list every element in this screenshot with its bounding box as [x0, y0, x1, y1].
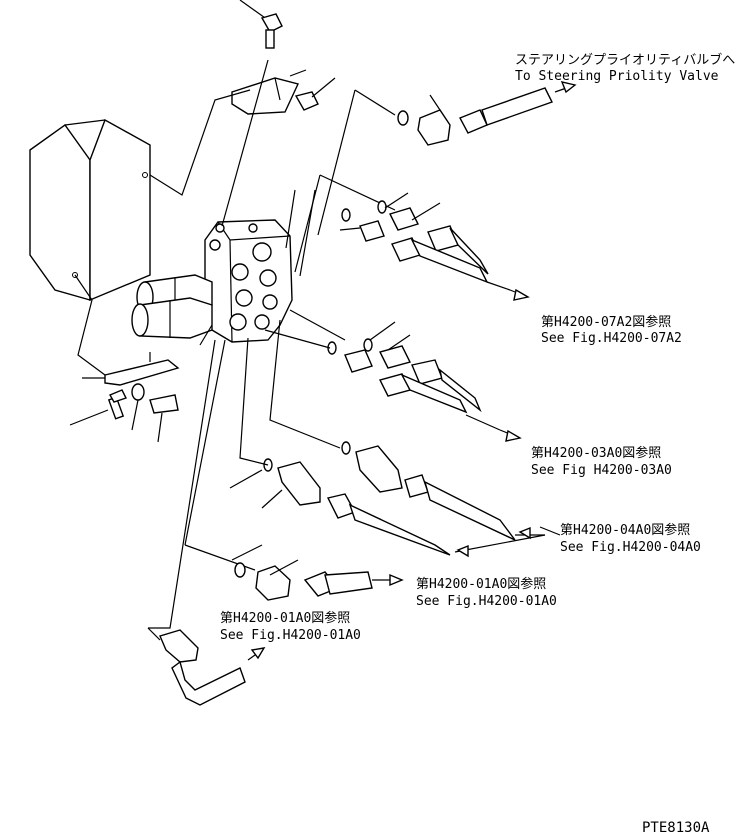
steering-line [354, 81, 577, 146]
callout-jp: 第H4200-04A0図参照 [560, 522, 690, 538]
control-valve [204, 219, 293, 343]
drawing-code: PTE8130A [642, 820, 710, 836]
callout-h4200-03a0: 第H4200-03A0図参照 See Fig H4200-03A0 [531, 445, 672, 478]
hose-group-07a2 [319, 174, 530, 301]
callout-en: See Fig.H4200-01A0 [416, 594, 557, 609]
cover-box [29, 118, 151, 302]
callout-en: See Fig.H4200-01A0 [220, 628, 361, 643]
washer-lower [131, 383, 145, 431]
callout-en: To Steering Priolity Valve [515, 69, 719, 84]
callout-h4200-07a2: 第H4200-07A2図参照 See Fig.H4200-07A2 [541, 314, 682, 346]
top-bolt [239, 0, 283, 49]
callout-jp: 第H4200-07A2図参照 [541, 314, 671, 330]
callout-h4200-01a0-left: 第H4200-01A0図参照 See Fig.H4200-01A0 [220, 610, 361, 643]
callout-jp: 第H4200-01A0図参照 [416, 576, 546, 592]
mounting-bracket-top [231, 77, 299, 115]
callout-en: See Fig.H4200-07A2 [541, 331, 682, 346]
solenoid-lower [131, 297, 213, 339]
bracket-bolt-top [294, 77, 336, 111]
hose-group-01a0-right [184, 544, 404, 601]
bolt-lower-left [69, 389, 127, 426]
callout-jp: ステアリングプライオリティバルブへ [515, 52, 735, 68]
bolt-lower-right [149, 394, 179, 443]
callout-steering: ステアリングプライオリティバルブへ To Steering Priolity V… [515, 52, 735, 84]
callout-en: See Fig H4200-03A0 [531, 463, 672, 478]
callout-h4200-01a0-right: 第H4200-01A0図参照 See Fig.H4200-01A0 [416, 576, 557, 609]
hose-group-03a0 [289, 309, 522, 442]
callout-jp: 第H4200-03A0図参照 [531, 445, 661, 461]
hose-group-04a0 [229, 441, 561, 558]
leader-lines [74, 59, 356, 629]
mounting-bracket-bottom [82, 352, 180, 386]
callout-jp: 第H4200-01A0図参照 [220, 610, 350, 626]
hose-group-01a0-left [147, 627, 266, 706]
callout-en: See Fig.H4200-04A0 [560, 540, 701, 555]
callout-h4200-04a0: 第H4200-04A0図参照 See Fig.H4200-04A0 [560, 522, 701, 555]
